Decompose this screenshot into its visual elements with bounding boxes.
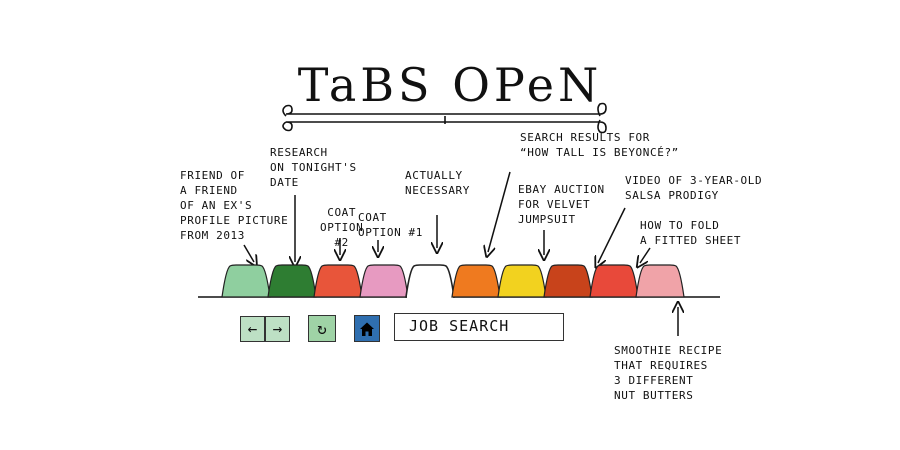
page-title: TaBS OPeN	[297, 58, 603, 112]
annotation-research-date: ReSEaRCH ON TONiGHT'S DaTe	[270, 146, 357, 189]
search-input[interactable]: JOB SEARCH	[394, 313, 564, 341]
tab-beyonce-search[interactable]	[451, 264, 501, 298]
tab-fitted-sheet[interactable]	[589, 264, 639, 298]
arrow-left-icon: ←	[247, 319, 258, 338]
annotation-coat-option-2: COaT OPTION #2	[320, 206, 364, 249]
tab-coat-option-2[interactable]	[313, 264, 363, 298]
annotation-salsa-video: ViDEO OF 3-YeaR-OLD SaLSa PRODiGY	[625, 174, 763, 202]
tab-research-date[interactable]	[267, 264, 317, 298]
arrow-right-icon: →	[272, 319, 283, 338]
reload-button[interactable]: ↻	[308, 315, 336, 342]
tab-ebay-jumpsuit[interactable]	[497, 264, 547, 298]
annotation-coat-option-1: COaT OPTiON #1	[358, 211, 424, 239]
reload-icon: ↻	[317, 318, 327, 338]
annotation-friend-profile: FRIEND OF a FRIEND OF AN ex's PROFILE Pi…	[180, 169, 289, 242]
annotation-actually-necessary: ACTUaLLY NeceSSARY	[405, 169, 471, 197]
tab-salsa-video[interactable]	[543, 264, 593, 298]
tab-friend-profile[interactable]	[221, 264, 271, 298]
tab-actually-necessary[interactable]	[405, 264, 455, 298]
tab-smoothie-recipe[interactable]	[635, 264, 685, 298]
home-button[interactable]	[354, 315, 380, 342]
tab-coat-option-1[interactable]	[359, 264, 409, 298]
annotation-ebay-jumpsuit: EBaY AUCTiON FOR VELVeT JUMPSUiT	[518, 183, 605, 226]
home-icon	[360, 322, 374, 336]
back-button[interactable]: ←	[240, 316, 265, 342]
annotation-beyonce-search: SEaRCH ReSULTS FOR “HOW TaLL iS BeYONCÉ?…	[520, 131, 679, 159]
annotation-smoothie-recipe: SMooTHie RECiPe THaT ReQUiReS 3 DiFFeReN…	[614, 344, 723, 402]
annotation-fitted-sheet: HOW To FOLD a FiTTeD SHeeT	[640, 219, 742, 247]
forward-button[interactable]: →	[265, 316, 290, 342]
